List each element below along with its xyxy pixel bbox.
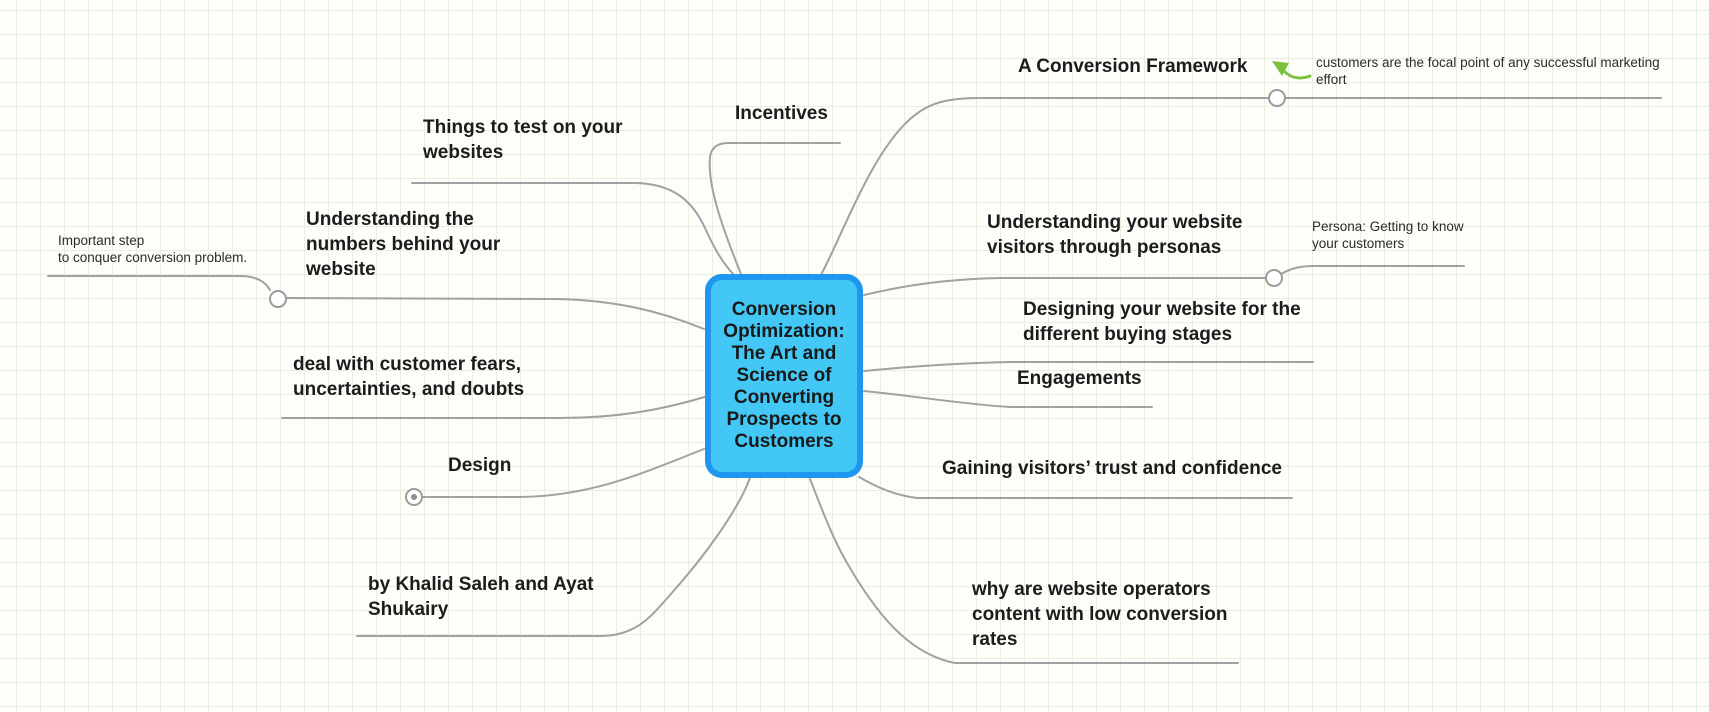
topic-label-line: Incentives <box>735 103 828 124</box>
connector-circle-numbers[interactable] <box>269 290 287 308</box>
topic-label-line: uncertainties, and doubts <box>293 379 525 400</box>
central-topic-line: Converting <box>733 387 835 408</box>
topic-label-line: why are website operators <box>972 579 1211 600</box>
central-topic-node[interactable]: Conversion Optimization: The Art and Sci… <box>705 274 863 478</box>
topic-designing-stages[interactable]: Designing your website for the different… <box>1023 297 1301 347</box>
branch-line-why-low-conversion <box>809 478 1239 664</box>
central-topic-line: The Art and <box>731 343 837 364</box>
annotation-customers-focal[interactable]: customers are the focal point of any suc… <box>1316 55 1660 88</box>
topic-label-line: Engagements <box>1017 368 1142 389</box>
topic-label-line: Design <box>448 455 512 476</box>
topic-label-line: A Conversion Framework <box>1018 56 1248 77</box>
green-arrow-icon <box>1272 61 1312 80</box>
topic-things-to-test[interactable]: Things to test on your websites <box>423 115 623 165</box>
collapsed-node-bullseye-icon[interactable] <box>405 488 423 506</box>
topic-label-line: content with low conversion <box>972 604 1228 625</box>
branch-line-author <box>356 477 751 637</box>
topic-label-line: Understanding the <box>306 209 474 230</box>
annotation-line-text: to conquer conversion problem. <box>58 249 248 265</box>
branch-line-things-to-test <box>411 182 735 276</box>
topic-label-line: rates <box>972 629 1018 650</box>
central-topic-line: Conversion <box>731 299 837 320</box>
topic-engagements[interactable]: Engagements <box>1017 366 1142 391</box>
topic-label-line: different buying stages <box>1023 324 1233 345</box>
branch-line-designing-stages <box>863 361 1314 372</box>
branch-line-gaining-trust <box>858 476 1293 499</box>
topic-personas[interactable]: Understanding your website visitors thro… <box>987 210 1242 260</box>
central-topic-line: Science of <box>736 365 832 386</box>
topic-label-line: deal with customer fears, <box>293 354 522 375</box>
topic-numbers[interactable]: Understanding the numbers behind your we… <box>306 207 500 282</box>
branch-line-engagements <box>863 390 1153 408</box>
topic-framework[interactable]: A Conversion Framework <box>1018 54 1247 79</box>
connector-circle-personas[interactable] <box>1265 269 1283 287</box>
branch-line-design <box>422 448 705 498</box>
branch-line-numbers <box>285 297 705 330</box>
topic-label-line: visitors through personas <box>987 237 1222 258</box>
topic-label-line: Shukairy <box>368 599 449 620</box>
topic-label-line: by Khalid Saleh and Ayat <box>368 574 594 595</box>
topic-author[interactable]: by Khalid Saleh and Ayat Shukairy <box>368 572 594 622</box>
annotation-line-text: your customers <box>1312 235 1405 251</box>
central-topic-line: Prospects to <box>726 409 842 430</box>
topic-label-line: website <box>306 259 376 280</box>
topic-label-line: Things to test on your <box>423 117 623 138</box>
annotation-important-step[interactable]: Important step to conquer conversion pro… <box>58 233 247 266</box>
topic-why-low-conversion[interactable]: why are website operators content with l… <box>972 577 1227 652</box>
branch-line-incentives <box>708 142 841 275</box>
topic-design[interactable]: Design <box>448 453 511 478</box>
annotation-line-text: Persona: Getting to know <box>1312 219 1464 234</box>
branch-line-framework <box>820 97 1270 276</box>
annotation-persona-note[interactable]: Persona: Getting to know your customers <box>1312 219 1464 252</box>
annotation-line-persona-note <box>1280 265 1465 275</box>
annotation-line-text: effort <box>1316 71 1347 87</box>
topic-label-line: Gaining visitors’ trust and confidence <box>942 458 1282 479</box>
central-topic-line: Optimization: <box>723 321 845 342</box>
topic-label-line: websites <box>423 142 504 163</box>
topic-label-line: Designing your website for the <box>1023 299 1301 320</box>
topic-incentives[interactable]: Incentives <box>735 101 828 126</box>
topic-fears[interactable]: deal with customer fears, uncertainties,… <box>293 352 524 402</box>
topic-gaining-trust[interactable]: Gaining visitors’ trust and confidence <box>942 456 1282 481</box>
annotation-line-text: Important step <box>58 233 145 248</box>
branch-line-personas <box>863 277 1267 296</box>
central-topic-line: Customers <box>734 431 834 452</box>
topic-label-line: Understanding your website <box>987 212 1243 233</box>
branch-line-fears <box>281 395 709 419</box>
annotation-line-text: customers are the focal point of any suc… <box>1316 55 1660 70</box>
annotation-line-important-step <box>47 275 271 291</box>
connector-circle-framework[interactable] <box>1268 89 1286 107</box>
topic-label-line: numbers behind your <box>306 234 501 255</box>
